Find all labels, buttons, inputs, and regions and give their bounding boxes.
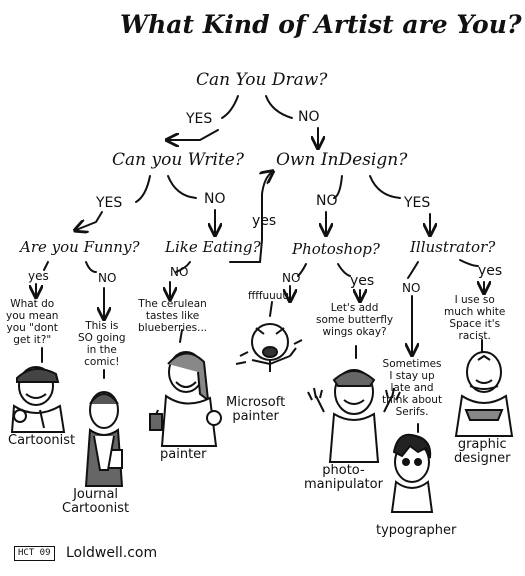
result-typographer: typographer [376, 523, 457, 538]
answer-eating-yes: yes [252, 213, 277, 229]
answer-illustrator-no: NO [402, 281, 421, 295]
question-are-you-funny: Are you Funny? [20, 238, 140, 256]
answer-write-no: NO [204, 191, 226, 207]
connector-indesign-no [333, 175, 343, 199]
question-like-eating: Like Eating? [165, 238, 261, 256]
answer-photoshop-no: NO [282, 271, 301, 285]
question-photoshop: Photoshop? [292, 240, 380, 258]
connector-funny-yes [43, 261, 49, 271]
result-microsoft-painter: Microsoft painter [226, 395, 286, 425]
question-own-indesign: Own InDesign? [276, 150, 408, 170]
result-photo-manipulator: photo- manipulator [304, 463, 383, 493]
connector-photoshop-no [297, 263, 307, 277]
connector-eating-no [175, 261, 191, 273]
connector-draw-yes [221, 95, 239, 119]
cartoonist-figure [10, 366, 66, 433]
quote-painter: The cerulean tastes like blueberries... [138, 298, 208, 335]
result-journal-cartoonist: Journal Cartoonist [62, 487, 130, 517]
question-can-you-draw: Can You Draw? [196, 70, 328, 90]
connector-illustrator-yes [459, 259, 479, 267]
answer-draw-no: NO [298, 109, 320, 125]
pointer-ms-painter [269, 301, 273, 317]
connector-write-no [167, 175, 197, 199]
graphic-designer-figure [454, 351, 514, 437]
answer-funny-yes: yes [28, 269, 49, 283]
arrow-yes-to-write [168, 129, 219, 140]
connector-write-yes [135, 175, 151, 203]
answer-illustrator-yes: yes [478, 263, 503, 279]
site-credit: Loldwell.com [66, 545, 158, 561]
result-painter: painter [160, 447, 207, 462]
photo-manipulator-figure [307, 369, 401, 463]
question-can-you-write: Can you Write? [112, 150, 244, 170]
microsoft-painter-figure [235, 323, 303, 372]
page-title: What Kind of Artist are You? [120, 10, 522, 39]
question-illustrator: Illustrator? [410, 238, 496, 256]
answer-indesign-no: NO [316, 193, 338, 209]
artist-signature-mark: HCT 09 [14, 546, 55, 561]
quote-journal-cartoonist: This is SO going in the comic! [78, 320, 126, 369]
connector-photoshop-yes [337, 263, 351, 277]
connector-draw-no [265, 95, 293, 119]
answer-draw-yes: YES [186, 111, 213, 127]
result-cartoonist: Cartoonist [8, 433, 76, 448]
journal-cartoonist-figure [84, 391, 124, 487]
answer-funny-no: NO [98, 271, 117, 285]
quote-photo-manipulator: Let's add some butterfly wings okay? [316, 302, 394, 339]
arrow-yes-to-funny [76, 211, 103, 230]
connector-illustrator-no [407, 261, 419, 279]
quote-microsoft-painter: ffffuuuu [248, 290, 290, 302]
answer-photoshop-yes: yes [350, 273, 375, 289]
answer-indesign-yes: YES [404, 195, 431, 211]
result-graphic-designer: graphic designer [454, 437, 511, 467]
pointer-painter [179, 329, 183, 343]
painter-figure [149, 351, 222, 447]
arrow-eating-yes-to-indesign [229, 172, 272, 263]
connector-funny-no [85, 261, 97, 273]
answer-eating-no: NO [170, 265, 189, 279]
quote-cartoonist: What do you mean you "dont get it?" [6, 298, 59, 347]
quote-typographer: Sometimes I stay up late and think about… [382, 358, 443, 419]
connector-indesign-yes [369, 175, 401, 199]
typographer-figure [390, 433, 434, 513]
answer-write-yes: YES [96, 195, 123, 211]
quote-graphic-designer: I use so much white Space it's racist. [444, 294, 506, 343]
